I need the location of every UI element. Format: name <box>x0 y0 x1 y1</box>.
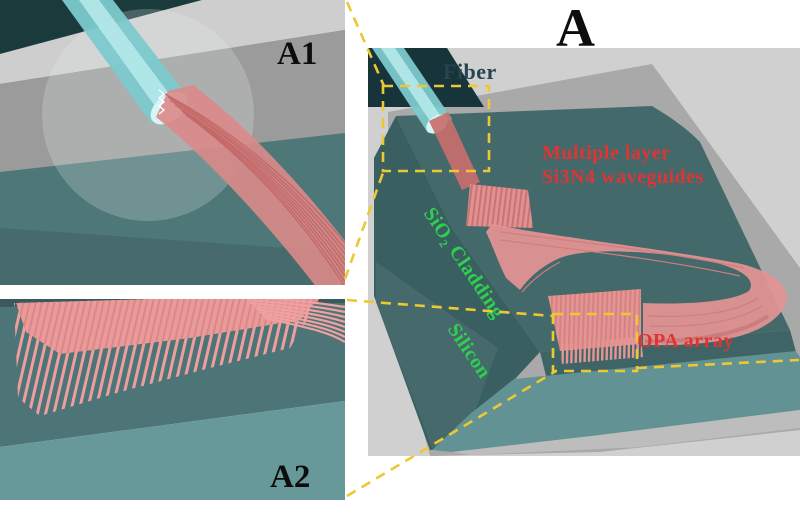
silicon-side-face <box>376 262 498 448</box>
connector-a1-top <box>345 1 386 87</box>
zoom-box-opa <box>551 312 639 373</box>
panel-a1-label: A1 <box>277 36 317 72</box>
silicon-terrace <box>432 351 800 452</box>
a1-fiber-core <box>79 0 176 113</box>
zoom-box-fiber <box>381 84 491 173</box>
a2-front-face <box>0 401 345 500</box>
a1-substrate-light-band <box>0 0 345 84</box>
waveguide-ribbon-lines <box>499 231 763 327</box>
panel-a2-label: A2 <box>270 459 310 495</box>
callout-overlays <box>343 1 800 498</box>
chip-top-face <box>396 106 790 352</box>
waveguide-ribbon-edge <box>644 314 770 344</box>
waveguide-ribbon <box>486 224 787 346</box>
panel-a1: A1 <box>0 0 345 285</box>
connector-a2-bottom <box>346 369 557 498</box>
multilayer-annotation-line2: Si3N4 waveguides <box>542 166 704 188</box>
a1-waveguide-taper <box>156 85 345 285</box>
panel-a2: A2 <box>0 299 345 500</box>
a2-antenna-dense-block <box>16 299 318 354</box>
connector-a1-bottom <box>343 169 386 280</box>
a1-taper-tip-teeth <box>157 89 166 115</box>
connector-a2-top <box>346 298 554 318</box>
fiber-core <box>381 48 444 127</box>
multilayer-annotation-line1: Multiple layer <box>542 142 671 164</box>
panel-main: A Fiber Multiple layer Si3N4 waveguides … <box>368 0 800 456</box>
a2-routing-bundle <box>246 299 345 343</box>
opa-grating-teeth <box>560 337 643 364</box>
panel-a-label: A <box>556 0 595 58</box>
opa-array-slab <box>548 289 641 351</box>
a1-front-face-band <box>0 228 345 285</box>
a1-waveguide-lines <box>164 93 345 285</box>
opa-array-annotation: OPA array <box>637 330 734 352</box>
multilayer-fanout-block <box>466 184 533 228</box>
fiber-annotation: Fiber <box>443 59 497 84</box>
chip-facet-face <box>540 330 796 376</box>
pedestal-front-strip <box>452 410 800 455</box>
